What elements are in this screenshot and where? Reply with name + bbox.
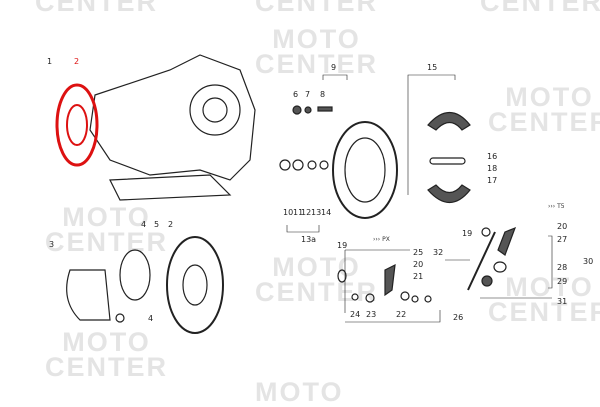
part-label-2: 2	[168, 220, 174, 229]
part-label-13: 13	[311, 208, 322, 217]
brake-shoe-upper	[427, 111, 471, 131]
part-label-26: 26	[453, 313, 464, 322]
part-label-32: 32	[433, 248, 444, 257]
part-label-7: 7	[305, 90, 311, 99]
part-label-22: 22	[396, 310, 407, 319]
part-label-29: 29	[557, 277, 568, 286]
variant-tag-px: ››› PX	[373, 236, 390, 243]
brake-drum	[332, 121, 398, 219]
part-label-10: 10	[283, 208, 294, 217]
variant-tag-t5: ››› T5	[548, 203, 565, 210]
back-plate	[166, 236, 224, 334]
part-label-13a: 13a	[301, 235, 317, 244]
part-label-9: 9	[331, 63, 337, 72]
part-label-3: 3	[49, 240, 55, 249]
part-label-24: 24	[350, 310, 361, 319]
part-label-1: 1	[47, 57, 53, 66]
part-label-19: 19	[337, 241, 348, 250]
part-label-21: 21	[413, 272, 424, 281]
part-label-4b: 4	[148, 314, 154, 323]
part-label-15: 15	[427, 63, 438, 72]
part-label-30: 30	[583, 257, 594, 266]
part-label-23: 23	[366, 310, 377, 319]
part-label-18: 18	[487, 164, 498, 173]
part-label-20: 20	[413, 260, 424, 269]
part-label-8: 8	[320, 90, 326, 99]
part-label-6: 6	[293, 90, 299, 99]
part-label-2-highlighted: 2	[74, 57, 80, 66]
brake-shoe-lower	[427, 184, 471, 204]
part-label-5: 5	[154, 220, 160, 229]
part-label-12: 12	[301, 208, 312, 217]
part-label-20b: 20	[557, 222, 568, 231]
part-label-25: 25	[413, 248, 424, 257]
part-label-19b: 19	[462, 229, 473, 238]
engine-housing	[89, 54, 256, 181]
dust-plate-highlighted	[55, 83, 99, 167]
part-label-14: 14	[321, 208, 332, 217]
part-label-17: 17	[487, 176, 498, 185]
part-label-11: 11	[293, 208, 304, 217]
part-label-31: 31	[557, 297, 568, 306]
part-label-27: 27	[557, 235, 568, 244]
part-label-4: 4	[141, 220, 147, 229]
part-label-16: 16	[487, 152, 498, 161]
part-label-28: 28	[557, 263, 568, 272]
